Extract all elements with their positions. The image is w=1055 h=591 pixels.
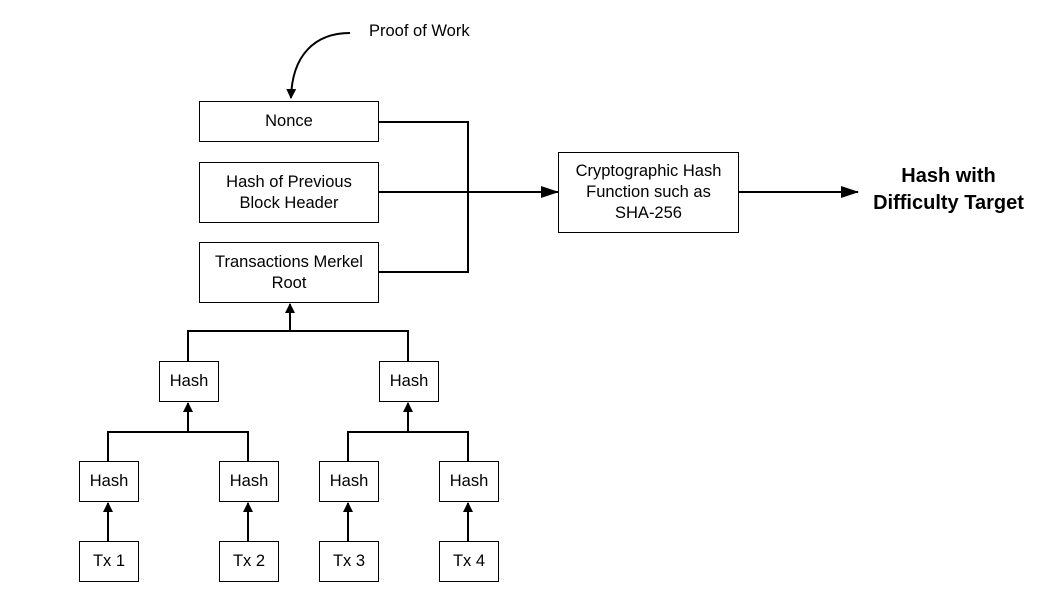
merkle-hash-right: Hash (379, 361, 439, 402)
proof-of-work-label: Proof of Work (369, 22, 470, 40)
result-label: Hash with Difficulty Target (873, 165, 1024, 214)
nonce-connector (378, 121, 469, 273)
hash-function-box: Cryptographic Hash Function such as SHA-… (558, 152, 739, 233)
tx-3-box: Tx 3 (319, 541, 379, 582)
left-pair-connector (107, 431, 249, 462)
previous-block-hash-box: Hash of Previous Block Header (199, 162, 379, 223)
merkle-root-box: Transactions Merkel Root (199, 242, 379, 303)
level1-to-root-connector (187, 330, 409, 361)
leaf-hash-1: Hash (79, 461, 139, 502)
proof-of-work-arrow (286, 32, 351, 99)
tx-1-box: Tx 1 (79, 541, 139, 582)
leaf-hash-4: Hash (439, 461, 499, 502)
right-pair-connector (347, 431, 469, 462)
leaf-hash-3: Hash (319, 461, 379, 502)
tx-4-box: Tx 4 (439, 541, 499, 582)
merkle-hash-left: Hash (159, 361, 219, 402)
tx-2-box: Tx 2 (219, 541, 279, 582)
leaf-hash-2: Hash (219, 461, 279, 502)
nonce-box: Nonce (199, 101, 379, 142)
